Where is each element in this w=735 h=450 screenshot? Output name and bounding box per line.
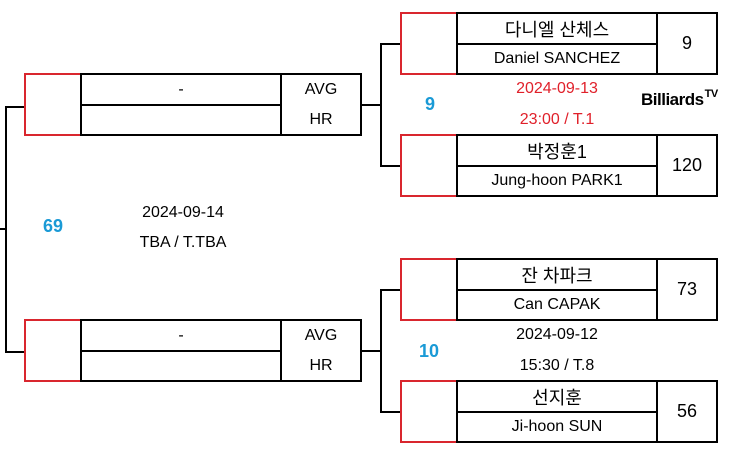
qf-bottom-player2-score-box bbox=[656, 380, 718, 443]
semifinal-bottom-avg-label: AVG bbox=[304, 326, 338, 344]
qf-top-player1-seed-box bbox=[400, 12, 458, 75]
billiards-tv-logo: BilliardsTV bbox=[641, 88, 718, 110]
qf-top-player2-score: 120 bbox=[671, 155, 703, 175]
logo-main-text: Billiards bbox=[641, 90, 704, 109]
qf-top-player1-score: 9 bbox=[681, 33, 692, 53]
final-score: 69 bbox=[43, 216, 64, 236]
qf-bottom-player1-score-box bbox=[656, 258, 718, 321]
logo-sup-text: TV bbox=[704, 88, 719, 100]
semifinal-top-player-name: - bbox=[178, 80, 184, 98]
qf-top-date: 2024-09-13 bbox=[516, 80, 598, 97]
qf-bottom-player2-name-ko: 선지훈 bbox=[532, 387, 582, 408]
qf-bottom-date: 2024-09-12 bbox=[516, 326, 598, 343]
qf-bottom-player1-score: 73 bbox=[676, 279, 698, 299]
connector-qf-bottom-mid bbox=[362, 350, 382, 352]
qf-top-player1-divider bbox=[456, 43, 658, 45]
connector-qf-bottom-upper bbox=[380, 289, 402, 291]
connector-qf-top-upper bbox=[380, 43, 402, 45]
semifinal-bottom-seed-box bbox=[24, 319, 82, 382]
connector-qf-top-mid bbox=[362, 104, 382, 106]
qf-bottom-player1-name-en: Can CAPAK bbox=[513, 296, 601, 313]
connector-qf-bottom-vertical bbox=[380, 289, 382, 413]
semifinal-bottom-divider bbox=[80, 350, 362, 352]
qf-top-time-table: 23:00 / T.1 bbox=[519, 111, 595, 128]
qf-top-player2-score-box bbox=[656, 134, 718, 197]
qf-top-player2-name-en: Jung-hoon PARK1 bbox=[491, 172, 623, 189]
semifinal-top-avg-label: AVG bbox=[304, 80, 338, 98]
semifinal-top-seed-box bbox=[24, 73, 82, 136]
connector-final-vertical bbox=[5, 106, 7, 352]
qf-bottom-player2-seed-box bbox=[400, 380, 458, 443]
connector-final-top bbox=[5, 106, 25, 108]
semifinal-top-divider bbox=[80, 104, 362, 106]
connector-qf-bottom-lower bbox=[380, 411, 402, 413]
qf-top-player1-score-box bbox=[656, 12, 718, 75]
qf-top-player2-divider bbox=[456, 165, 658, 167]
qf-bottom-player1-name-ko: 잔 차파크 bbox=[521, 265, 593, 286]
qf-bottom-time-table: 15:30 / T.8 bbox=[519, 357, 595, 374]
final-time-table: TBA / T.TBA bbox=[139, 234, 227, 251]
qf-bottom-score: 10 bbox=[419, 341, 440, 361]
semifinal-top-stats-box bbox=[280, 73, 362, 136]
connector-final-bottom bbox=[5, 351, 25, 353]
qf-bottom-player2-score: 56 bbox=[676, 401, 698, 421]
qf-bottom-player2-divider bbox=[456, 411, 658, 413]
semifinal-bottom-player-name: - bbox=[178, 326, 184, 344]
qf-top-player2-name-ko: 박정훈1 bbox=[527, 141, 587, 162]
connector-qf-top-vertical bbox=[380, 43, 382, 167]
connector-qf-top-lower bbox=[380, 165, 402, 167]
semifinal-bottom-stats-box bbox=[280, 319, 362, 382]
qf-bottom-player1-divider bbox=[456, 289, 658, 291]
qf-bottom-player2-name-en: Ji-hoon SUN bbox=[511, 418, 603, 435]
qf-top-score: 9 bbox=[425, 94, 436, 114]
qf-top-player2-seed-box bbox=[400, 134, 458, 197]
semifinal-top-hr-label: HR bbox=[309, 111, 333, 128]
qf-bottom-player1-seed-box bbox=[400, 258, 458, 321]
semifinal-bottom-hr-label: HR bbox=[309, 357, 333, 374]
qf-top-player1-name-en: Daniel SANCHEZ bbox=[493, 50, 621, 67]
final-date: 2024-09-14 bbox=[142, 204, 224, 221]
connector-final-left bbox=[0, 228, 6, 230]
qf-top-player1-name-ko: 다니엘 산체스 bbox=[504, 19, 610, 40]
